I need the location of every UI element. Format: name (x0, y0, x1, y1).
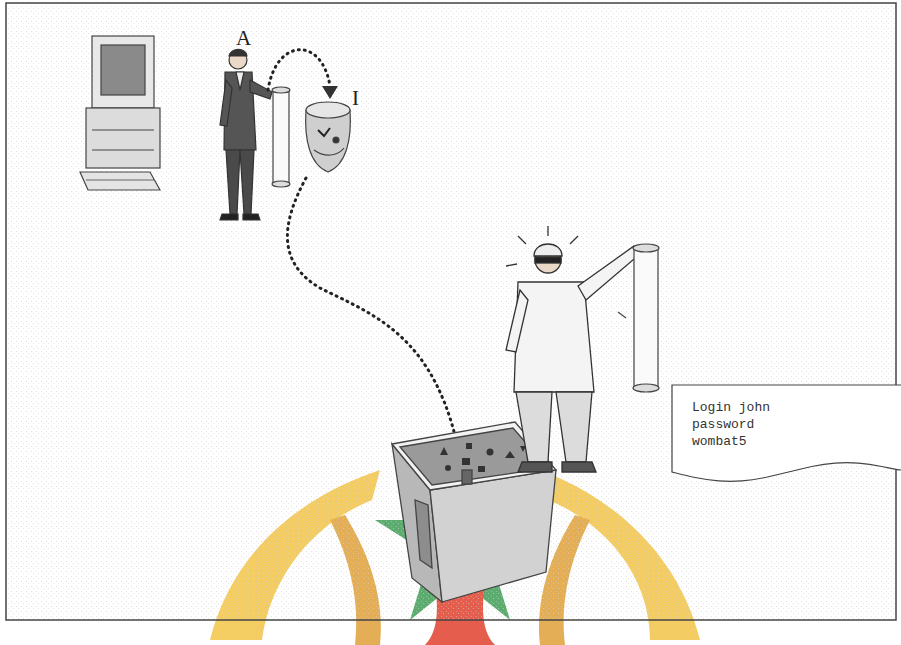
sender-figure (220, 49, 272, 220)
arrow-head (322, 86, 338, 99)
sniffer-figure (506, 226, 640, 472)
bucket (306, 102, 351, 172)
note-paper: Login john password wombat5 (672, 385, 901, 486)
message-scroll (272, 87, 290, 187)
figure-label: A (236, 28, 251, 49)
figure-label: I (352, 88, 359, 109)
captured-scroll (618, 244, 659, 392)
dotted-path (268, 50, 330, 90)
paper-shape (672, 385, 901, 481)
computer-icon (80, 36, 160, 190)
note-text: Login john password wombat5 (692, 399, 792, 450)
